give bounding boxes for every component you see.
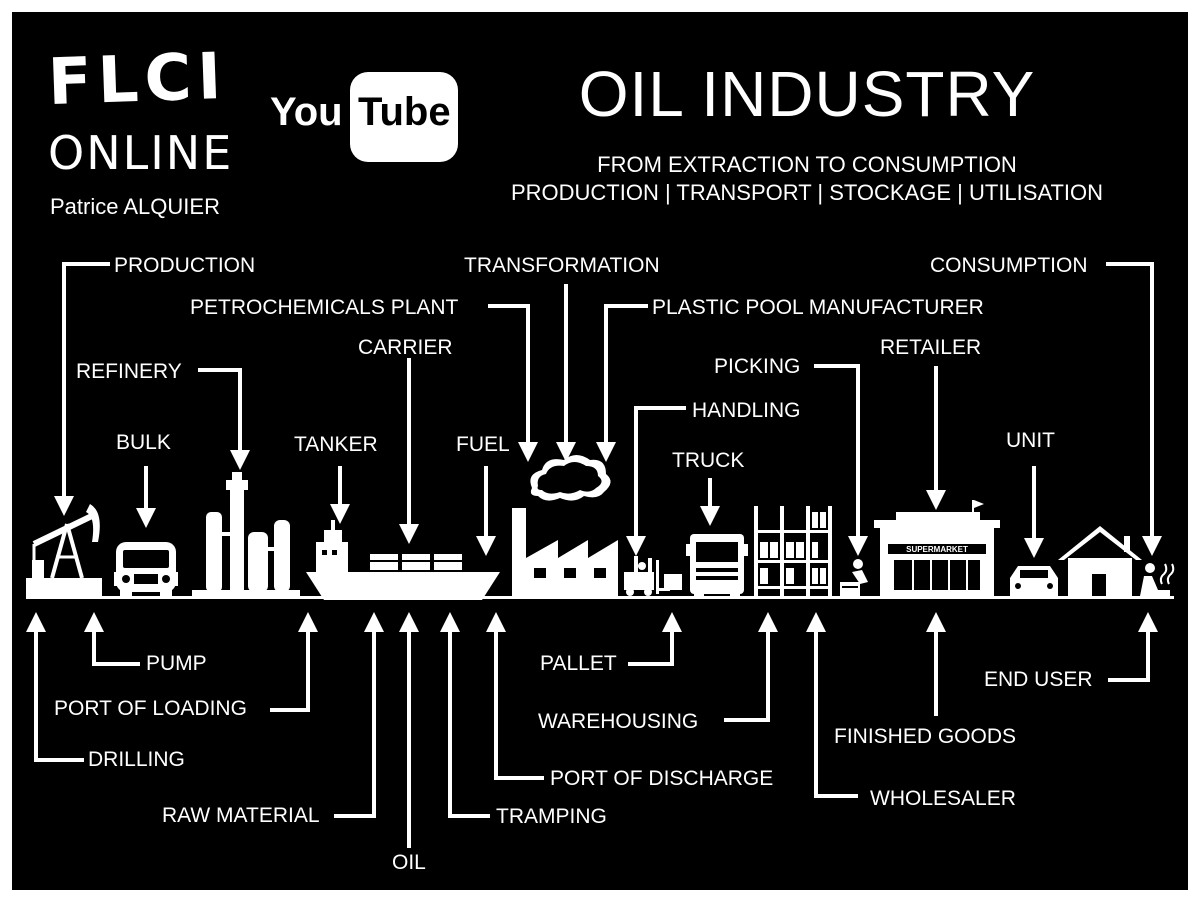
label-port-of-loading: PORT OF LOADING (54, 697, 247, 720)
arrow-port-of-discharge (486, 612, 544, 780)
tanker-truck-icon (114, 542, 178, 596)
label-refinery: REFINERY (76, 360, 182, 383)
arrow-consumption (1106, 262, 1162, 556)
infographic-frame: FLCI ONLINE Patrice ALQUIER You Tube OIL… (12, 12, 1188, 890)
oil-chain-diagram: SUPERMARKET (26, 262, 1175, 848)
arrow-tramping (440, 612, 490, 818)
warehouse-rack-icon (754, 506, 832, 598)
subtitle-line-2: PRODUCTION | TRANSPORT | STOCKAGE | UTIL… (510, 180, 1104, 205)
label-raw-material: RAW MATERIAL (162, 804, 320, 827)
label-bulk: BULK (116, 431, 171, 454)
factory-icon (512, 455, 618, 596)
youtube-logo-you: You (270, 90, 343, 134)
arrow-handling (626, 406, 686, 556)
label-tanker: TANKER (294, 433, 378, 456)
connector-arrows (26, 262, 1162, 848)
label-plastic-pool-manufacturer: PLASTIC POOL MANUFACTURER (652, 296, 984, 319)
truck-icon (686, 534, 748, 598)
supermarket-sign-text: SUPERMARKET (906, 545, 968, 554)
label-carrier: CARRIER (358, 336, 453, 359)
refinery-icon (192, 472, 300, 596)
end-user-icon (1140, 563, 1175, 596)
label-fuel: FUEL (456, 433, 510, 456)
label-tramping: TRAMPING (496, 805, 607, 828)
label-handling: HANDLING (692, 399, 801, 422)
label-port-of-discharge: PORT OF DISCHARGE (550, 767, 774, 790)
label-pump: PUMP (146, 652, 207, 675)
supermarket-icon: SUPERMARKET (874, 500, 1000, 596)
label-finished-goods: FINISHED GOODS (834, 725, 1017, 748)
arrow-refinery (198, 368, 250, 470)
online-logo: ONLINE (48, 126, 234, 180)
tanker-ship-icon (306, 520, 500, 600)
arrow-drilling (26, 612, 84, 762)
label-retailer: RETAILER (880, 336, 982, 359)
label-truck: TRUCK (672, 449, 745, 472)
ground-line (26, 596, 1174, 599)
arrow-wholesaler (806, 612, 858, 798)
subtitle-line-1: FROM EXTRACTION TO CONSUMPTION (597, 152, 1017, 177)
label-unit: UNIT (1006, 429, 1055, 452)
arrow-pump (84, 612, 140, 666)
forklift-icon (624, 556, 682, 596)
arrow-warehousing (724, 612, 778, 722)
label-warehousing: WAREHOUSING (538, 710, 699, 733)
pumpjack-icon (26, 504, 102, 596)
arrow-raw-material (334, 612, 384, 818)
arrow-production (54, 262, 110, 516)
page-title: OIL INDUSTRY (578, 58, 1036, 130)
house-icon (1058, 526, 1142, 596)
arrow-petrochemicals-plant (488, 304, 538, 462)
label-production: PRODUCTION (114, 254, 256, 277)
picker-person-icon (840, 559, 868, 596)
car-icon (1010, 566, 1058, 596)
label-consumption: CONSUMPTION (930, 254, 1088, 277)
youtube-logo-box (350, 72, 458, 162)
author-name: Patrice ALQUIER (50, 194, 220, 219)
label-transformation: TRANSFORMATION (464, 254, 660, 277)
label-end-user: END USER (984, 668, 1093, 691)
youtube-logo-tube: Tube (358, 90, 451, 134)
arrow-plastic-pool-manufacturer (596, 304, 648, 462)
label-oil: OIL (392, 851, 426, 874)
label-petrochemicals-plant: PETROCHEMICALS PLANT (190, 296, 459, 319)
label-drilling: DRILLING (88, 748, 185, 771)
arrow-picking (814, 364, 868, 556)
label-pallet: PALLET (540, 652, 617, 675)
arrow-end-user (1108, 612, 1158, 682)
label-picking: PICKING (714, 355, 801, 378)
arrow-pallet (628, 612, 682, 666)
label-wholesaler: WHOLESALER (870, 787, 1016, 810)
arrow-port-of-loading (270, 612, 318, 712)
